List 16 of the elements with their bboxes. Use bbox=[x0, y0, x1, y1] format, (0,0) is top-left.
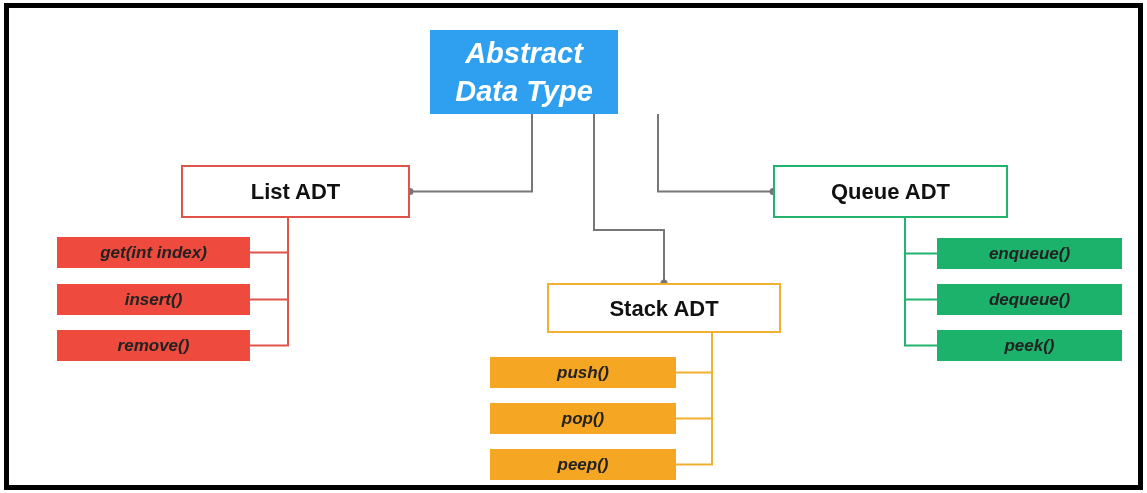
title-box: Abstract Data Type bbox=[430, 30, 618, 114]
operation-box: peek() bbox=[937, 330, 1122, 361]
connector-line bbox=[904, 217, 938, 347]
operation-box: push() bbox=[490, 357, 676, 388]
connector-line bbox=[249, 217, 289, 347]
operation-box: enqueue() bbox=[937, 238, 1122, 269]
operation-box: pop() bbox=[490, 403, 676, 434]
category-box: Queue ADT bbox=[773, 165, 1008, 218]
category-box: List ADT bbox=[181, 165, 410, 218]
operation-box: get(int index) bbox=[57, 237, 250, 268]
operation-box: dequeue() bbox=[937, 284, 1122, 315]
operation-box: peep() bbox=[490, 449, 676, 480]
category-box: Stack ADT bbox=[547, 283, 781, 333]
operation-box: insert() bbox=[57, 284, 250, 315]
connector-line bbox=[675, 332, 713, 466]
operation-box: remove() bbox=[57, 330, 250, 361]
